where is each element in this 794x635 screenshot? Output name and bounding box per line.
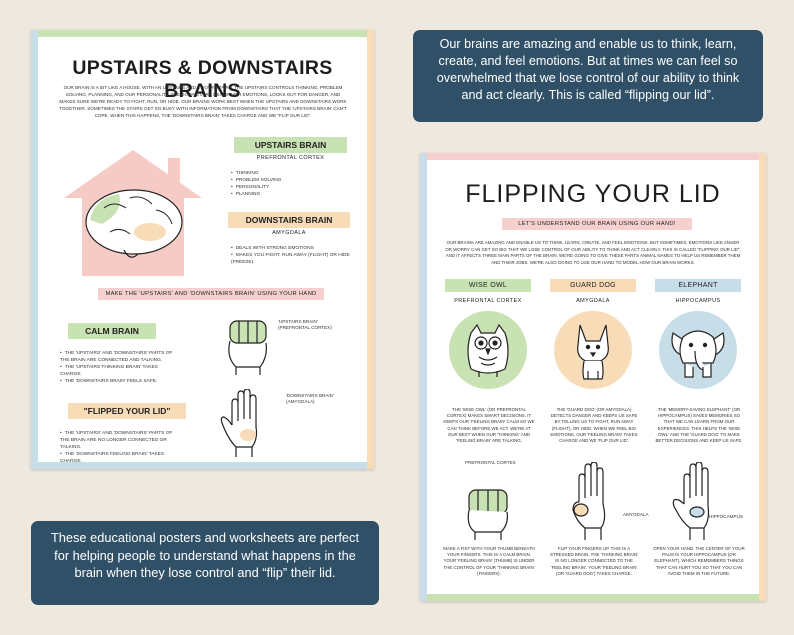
elephant-sub: HIPPOCAMPUS bbox=[675, 298, 721, 304]
intro-paragraph: Our brain is a bit like a house, with an… bbox=[59, 85, 347, 118]
wise-owl-text: The 'wise owl' (or prefrontal cortex) ma… bbox=[443, 407, 535, 444]
poster-title: FLIPPING YOUR LID bbox=[465, 180, 721, 208]
elephant-header: ELEPHANT bbox=[655, 279, 741, 292]
list-item: Makes you fight, run away (flight) or hi… bbox=[231, 252, 361, 266]
poster-edge-bottom bbox=[31, 462, 374, 469]
hippocampus-annotation: HIPPOCAMPUS bbox=[709, 514, 743, 519]
poster-edge-right bbox=[759, 153, 766, 601]
calm-fist-illustration bbox=[467, 489, 508, 540]
house-brain-illustration bbox=[64, 150, 202, 276]
understand-banner: LET'S UNDERSTAND OUR BRAIN USING OUR HAN… bbox=[502, 218, 692, 230]
hand-model-banner: MAKE THE 'UPSTAIRS' AND 'DOWNSTAIRS BRAI… bbox=[98, 288, 324, 300]
dog-circle bbox=[554, 311, 632, 389]
list-item: The 'upstairs' and 'downstairs' parts of… bbox=[60, 430, 178, 451]
brain-icon bbox=[85, 189, 183, 258]
poster-edge-bottom bbox=[420, 594, 766, 601]
house-chimney bbox=[168, 158, 180, 182]
dog-icon bbox=[577, 324, 609, 380]
upstairs-brain-label: UPSTAIRS BRAIN bbox=[234, 137, 347, 153]
upstairs-brain-annotation: 'Upstairs brain' (prefrontal cortex) bbox=[278, 319, 332, 330]
calm-fist-text: Make a fist with your thumb beneath your… bbox=[443, 546, 535, 576]
intro-paragraph: Our brains are amazing and enable us to … bbox=[445, 240, 741, 265]
open-hand-illustration bbox=[220, 389, 258, 457]
fist-icon bbox=[228, 320, 267, 375]
flipped-hand-text: Flip your fingers up. This is a stressed… bbox=[550, 546, 638, 576]
guard-dog-header: GUARD DOG bbox=[550, 279, 636, 292]
guard-dog-text: The 'guard dog' (or amygdala) detects da… bbox=[550, 407, 638, 444]
open-palm-illustration bbox=[672, 462, 710, 540]
list-item: Deals with strong emotions bbox=[231, 245, 361, 252]
owl-icon bbox=[467, 323, 509, 377]
intro-callout: Our brains are amazing and enable us to … bbox=[413, 30, 763, 122]
flipped-hand-icon bbox=[572, 462, 606, 540]
poster-edge-left bbox=[31, 30, 38, 469]
poster-edge-right bbox=[367, 30, 374, 469]
guard-dog-sub: AMYGDALA bbox=[576, 298, 610, 304]
list-item: Planning bbox=[231, 191, 281, 198]
downstairs-brain-annotation: 'Downstairs brain' (amygdala) bbox=[286, 393, 334, 404]
list-item: Problem solving bbox=[231, 177, 282, 184]
wise-owl-sub: PREFRONTAL CORTEX bbox=[454, 298, 522, 304]
downstairs-brain-sub: AMYGDALA bbox=[272, 230, 306, 236]
poster-title: UPSTAIRS & DOWNSTAIRS BRAINS bbox=[72, 57, 333, 102]
upstairs-list: Thinking Problem solving Personality Pla… bbox=[231, 170, 282, 198]
description-callout: These educational posters and worksheets… bbox=[31, 521, 379, 605]
fist-illustration bbox=[228, 320, 267, 375]
elephant-circle bbox=[659, 311, 737, 389]
open-palm-icon bbox=[672, 462, 710, 540]
poster-edge-top bbox=[31, 30, 374, 37]
elephant-text: The 'memory-saving elephant' (or hippoca… bbox=[655, 407, 743, 444]
flipped-list: The 'upstairs' and 'downstairs' parts of… bbox=[60, 430, 178, 465]
poster-edge-top bbox=[420, 153, 766, 160]
flipped-lid-label: "FLIPPED YOUR LID" bbox=[68, 403, 186, 419]
upstairs-downstairs-poster: UPSTAIRS & DOWNSTAIRS BRAINS Our brain i… bbox=[31, 30, 374, 469]
flipping-your-lid-poster: FLIPPING YOUR LID LET'S UNDERSTAND OUR B… bbox=[420, 153, 766, 601]
flipped-hand-illustration bbox=[572, 462, 606, 540]
list-item: Personality bbox=[231, 184, 281, 191]
list-item: The 'upstairs' and 'downstairs' parts of… bbox=[60, 350, 175, 364]
downstairs-list: Deals with strong emotions Makes you fig… bbox=[231, 245, 361, 266]
owl-circle bbox=[449, 311, 527, 389]
calm-list: The 'upstairs' and 'downstairs' parts of… bbox=[60, 350, 175, 385]
open-palm-text: Open your hand. The center of your palm … bbox=[653, 546, 745, 576]
wise-owl-header: WISE OWL bbox=[445, 279, 531, 292]
list-item: Thinking bbox=[231, 170, 281, 177]
calm-brain-label: CALM BRAIN bbox=[68, 323, 156, 339]
fist-icon bbox=[467, 489, 508, 540]
upstairs-brain-sub: PREFRONTAL CORTEX bbox=[256, 155, 325, 161]
prefrontal-cortex-annotation: PREFRONTAL CORTEX bbox=[465, 460, 516, 465]
open-hand-icon bbox=[220, 389, 258, 457]
poster-body: UPSTAIRS & DOWNSTAIRS BRAINS Our brain i… bbox=[38, 37, 367, 465]
downstairs-brain-label: DOWNSTAIRS BRAIN bbox=[228, 212, 350, 228]
list-item: The 'upstairs thinking brain' takes char… bbox=[60, 364, 175, 378]
elephant-icon bbox=[671, 330, 725, 378]
poster-body: FLIPPING YOUR LID LET'S UNDERSTAND OUR B… bbox=[427, 160, 759, 594]
list-item: The 'downstairs feeling brain' takes cha… bbox=[60, 451, 178, 465]
amygdala-annotation: AMYGDALA bbox=[623, 512, 649, 517]
poster-edge-left bbox=[420, 153, 427, 601]
